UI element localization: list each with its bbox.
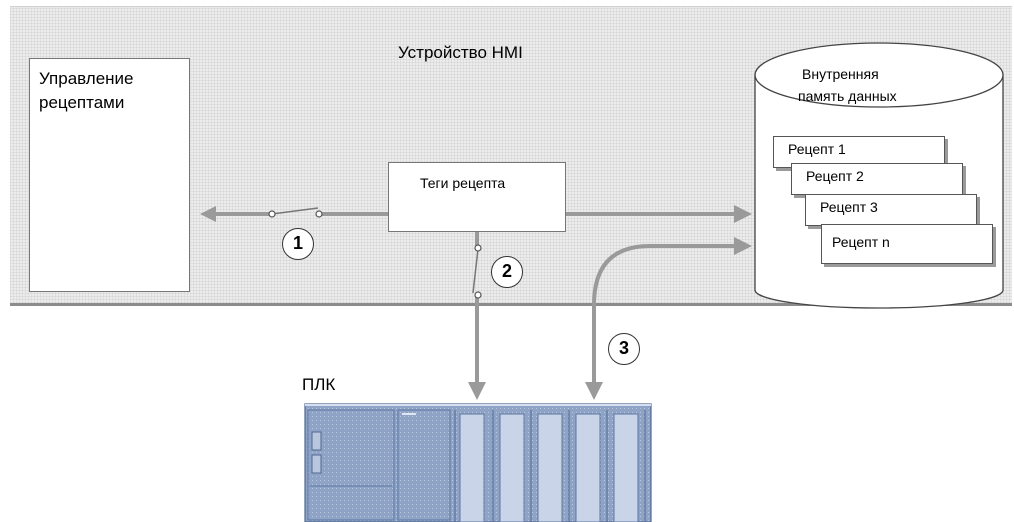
recipe-card-n: Рецепт n [821, 224, 993, 264]
switch-contact-bottom [475, 292, 481, 298]
arrow-tags-to-plc [473, 232, 478, 384]
recipe-card-3: Рецепт 3 [805, 194, 977, 226]
callout-1: 1 [282, 228, 314, 260]
switch-contact-top [475, 245, 481, 251]
recipe-card-label: Рецепт 2 [806, 168, 864, 184]
plc-rack [305, 404, 651, 522]
arrowhead-right-top [734, 205, 752, 223]
arrowhead-left [200, 206, 216, 222]
switch-contact-left [269, 211, 275, 217]
callout-2: 2 [491, 256, 523, 288]
arrowhead-right-bottom [734, 237, 752, 255]
recipe-card-2: Рецепт 2 [791, 163, 963, 195]
switch-contact-right [316, 211, 322, 217]
callout-3: 3 [608, 333, 640, 365]
arrow-tags-to-management [212, 208, 388, 214]
arrowhead-down-left [468, 382, 486, 400]
recipe-card-label: Рецепт n [832, 234, 890, 250]
recipe-card-label: Рецепт 3 [820, 199, 878, 215]
arrow-memory-plc-curve [594, 246, 738, 384]
plc-label: ПЛК [302, 375, 335, 395]
internal-memory-label-line1: Внутренняя [802, 66, 879, 82]
recipe-card-label: Рецепт 1 [788, 141, 846, 157]
internal-memory-label-line2: память данных [798, 88, 897, 104]
arrowhead-down-right [585, 382, 603, 400]
